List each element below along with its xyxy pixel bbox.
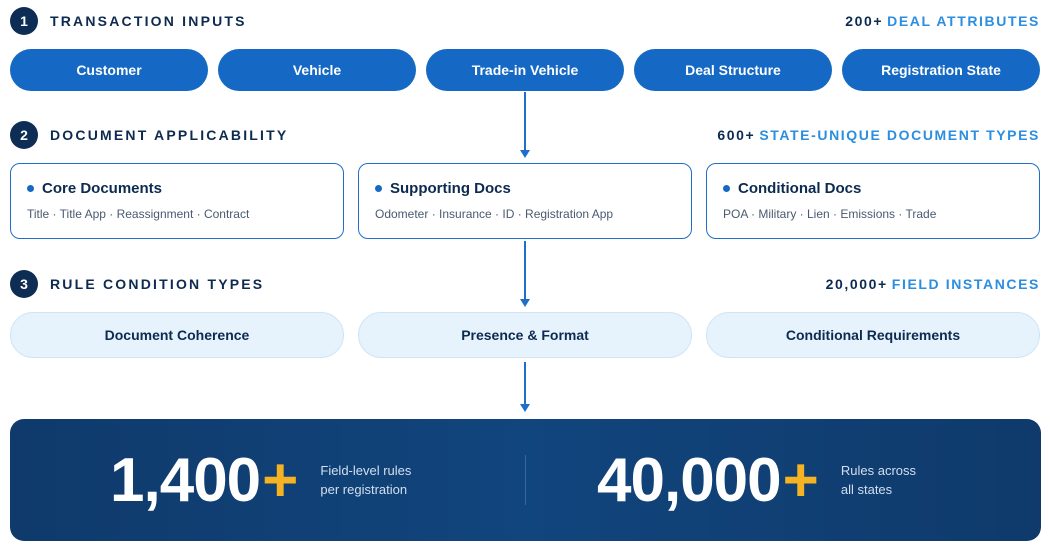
input-pill-registration-state: Registration State	[842, 49, 1040, 91]
stat-number: 200+	[845, 13, 884, 29]
doc-card-conditional: Conditional Docs POA · Military · Lien ·…	[706, 163, 1040, 239]
section-title: RULE CONDITION TYPES	[50, 276, 265, 292]
input-pill-deal-structure: Deal Structure	[634, 49, 832, 91]
stat-label: STATE-UNIQUE DOCUMENT TYPES	[759, 127, 1040, 143]
metric-rules-across-states: 40,000+ Rules across all states	[597, 419, 961, 541]
input-pill-customer: Customer	[10, 49, 208, 91]
rule-pill-presence-format: Presence & Format	[358, 312, 692, 358]
flow-arrow-down-icon	[520, 92, 530, 158]
stat-label: FIELD INSTANCES	[891, 276, 1040, 292]
summary-panel: 1,400+ Field-level rules per registratio…	[10, 419, 1041, 541]
rule-pill-document-coherence: Document Coherence	[10, 312, 344, 358]
metric-plus: +	[782, 445, 819, 515]
input-pill-trade-in-vehicle: Trade-in Vehicle	[426, 49, 624, 91]
card-items: Odometer · Insurance · ID · Registration…	[375, 207, 614, 221]
summary-divider	[525, 455, 526, 505]
card-title: Conditional Docs	[738, 180, 862, 197]
section-header-rule-condition-types: 3 RULE CONDITION TYPES 20,000+FIELD INST…	[10, 269, 1040, 299]
card-title: Supporting Docs	[390, 180, 511, 197]
card-items: Title · Title App · Reassignment · Contr…	[27, 207, 250, 221]
metric-plus: +	[262, 445, 299, 515]
metric-value: 40,000	[597, 445, 782, 515]
stat-number: 600+	[717, 127, 756, 143]
metric-field-level-rules: 1,400+ Field-level rules per registratio…	[110, 419, 440, 541]
input-pill-vehicle: Vehicle	[218, 49, 416, 91]
card-items: POA · Military · Lien · Emissions · Trad…	[723, 207, 937, 221]
section-header-transaction-inputs: 1 TRANSACTION INPUTS 200+DEAL ATTRIBUTES	[10, 6, 1040, 36]
stat-number: 20,000+	[825, 276, 888, 292]
section-title: TRANSACTION INPUTS	[50, 13, 247, 29]
bullet-dot-icon	[723, 185, 730, 192]
section-header-document-applicability: 2 DOCUMENT APPLICABILITY 600+STATE-UNIQU…	[10, 120, 1040, 150]
metric-description: Field-level rules per registration	[320, 463, 412, 497]
section-stat: 20,000+FIELD INSTANCES	[826, 276, 1040, 292]
bullet-dot-icon	[375, 185, 382, 192]
section-stat: 200+DEAL ATTRIBUTES	[845, 13, 1040, 29]
document-cards-row: Core Documents Title · Title App · Reass…	[10, 163, 1040, 239]
section-title: DOCUMENT APPLICABILITY	[50, 127, 289, 143]
metric-value: 1,400	[110, 445, 261, 515]
step-number-2: 2	[10, 121, 38, 149]
flow-arrow-down-icon	[520, 362, 530, 412]
stat-label: DEAL ATTRIBUTES	[887, 13, 1040, 29]
flow-arrow-down-icon	[520, 241, 530, 307]
bullet-dot-icon	[27, 185, 34, 192]
transaction-inputs-row: Customer Vehicle Trade-in Vehicle Deal S…	[10, 49, 1040, 91]
doc-card-core: Core Documents Title · Title App · Reass…	[10, 163, 344, 239]
step-number-3: 3	[10, 270, 38, 298]
rule-types-row: Document Coherence Presence & Format Con…	[10, 312, 1040, 358]
section-stat: 600+STATE-UNIQUE DOCUMENT TYPES	[717, 127, 1040, 143]
step-number-1: 1	[10, 7, 38, 35]
doc-card-supporting: Supporting Docs Odometer · Insurance · I…	[358, 163, 692, 239]
card-title: Core Documents	[42, 180, 163, 197]
rule-pill-conditional-requirements: Conditional Requirements	[706, 312, 1040, 358]
metric-description: Rules across all states	[840, 463, 916, 497]
